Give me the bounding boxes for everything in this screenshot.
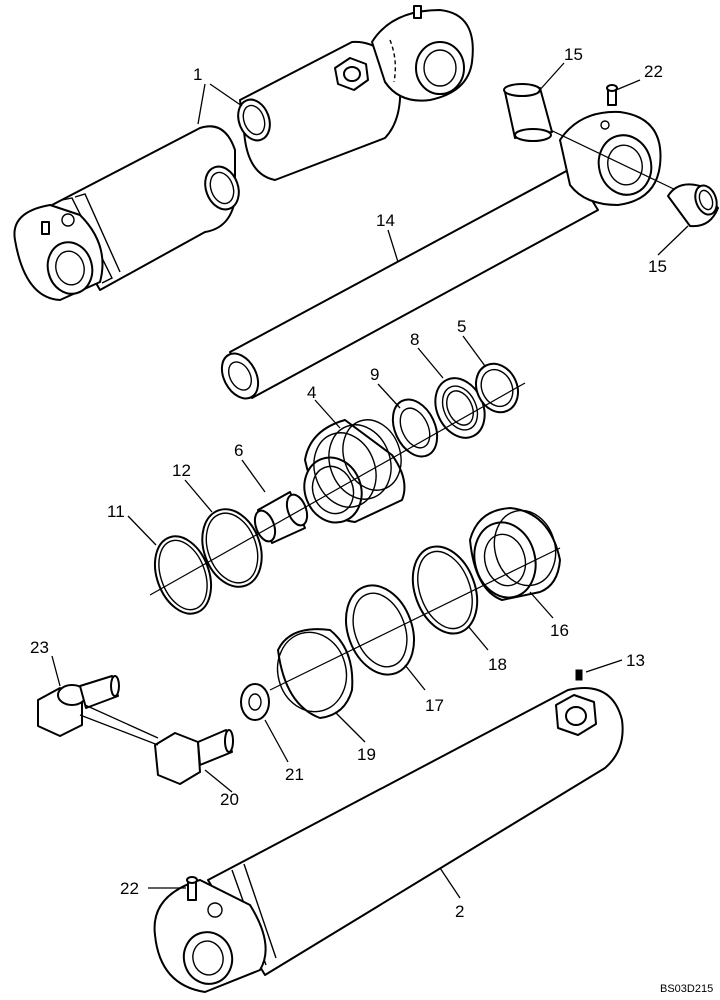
callout-5: 5 [457,317,466,336]
gland [469,507,561,601]
piston [303,419,406,524]
callout-22: 22 [644,62,663,81]
ring-11 [153,535,213,615]
seal-17 [345,584,415,676]
callout-20: 20 [220,790,239,809]
drawing-code: BS03D215 [660,983,713,995]
callout-19: 19 [357,745,376,764]
callout-22: 22 [120,879,139,898]
cylinder-tube-assembly [13,5,474,301]
callout-2: 2 [455,902,464,921]
callout-8: 8 [410,330,419,349]
callout-4: 4 [307,383,316,402]
callout-21: 21 [285,765,304,784]
bolt-23 [37,675,120,737]
callout-16: 16 [550,621,569,640]
bushing-upper [503,83,553,142]
callout-6: 6 [234,441,243,460]
callout-labels: 1 15 22 14 15 5 8 9 4 6 12 11 16 18 17 1… [30,45,713,995]
callout-9: 9 [370,365,379,384]
cylinder-barrel [153,687,624,993]
callout-14: 14 [376,211,395,230]
callout-23: 23 [30,638,49,657]
callout-15: 15 [648,257,667,276]
callout-11: 11 [107,502,125,521]
callout-12: 12 [172,461,191,480]
bushing-lower [667,183,719,228]
piston-rod [220,110,681,400]
bolt-20 [154,729,234,785]
wiper-19 [276,628,354,719]
callout-13: 13 [626,651,645,670]
grease-fitting-lower [186,876,198,901]
bleed-screw-13 [575,669,583,681]
seal-9 [391,398,439,458]
washer-21 [240,683,270,721]
ring-5 [475,362,519,414]
grease-fitting-upper [606,84,618,106]
bushing-6 [253,491,309,544]
callout-15: 15 [564,45,583,64]
callout-1: 1 [193,65,202,84]
callout-17: 17 [425,696,444,715]
callout-18: 18 [488,655,507,674]
